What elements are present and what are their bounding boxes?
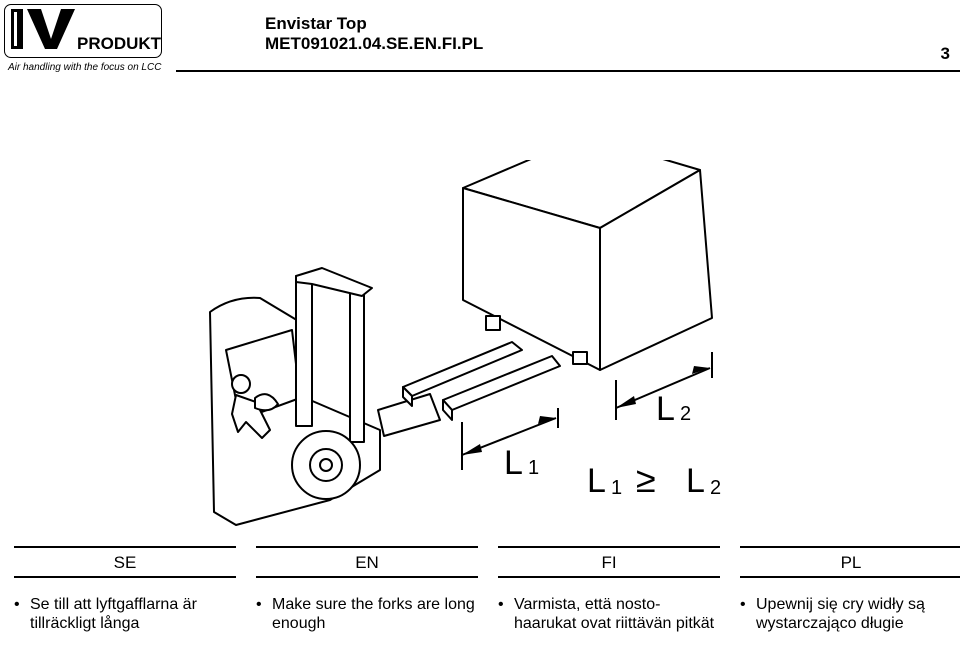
formula-operator: ≥	[636, 459, 656, 500]
bullet-icon: •	[498, 596, 504, 613]
fork-far-side	[402, 386, 413, 407]
column-language: SE	[113, 553, 137, 572]
label-l2: L	[656, 390, 675, 428]
document-code: MET091021.04.SE.EN.FI.PL	[265, 34, 484, 53]
formula-left-sub: 1	[611, 477, 622, 499]
logo-wordmark: PRODUKT	[77, 34, 161, 53]
bullet-icon: •	[740, 596, 746, 613]
mast-left-rail	[295, 275, 313, 427]
column-rule	[740, 546, 960, 548]
company-logo: PRODUKT	[4, 4, 162, 58]
operator-head	[231, 374, 251, 394]
steering-wheel	[254, 393, 279, 412]
formula-left: L	[587, 462, 606, 500]
instruction-text: Upewnij się cry widły są wystarczająco d…	[756, 596, 925, 632]
instruction-text: Varmista, että nosto-haarukat ovat riitt…	[514, 596, 715, 632]
dimension-l1-arrow-right	[538, 416, 556, 424]
dimension-l2-arrow-right	[692, 366, 710, 374]
page-number: 3	[940, 44, 950, 63]
list-item: • Make sure the forks are long enough	[256, 595, 478, 633]
bullet-icon: •	[256, 596, 262, 613]
list-item: • Se till att lyftgafflarna är tillräckl…	[14, 595, 236, 633]
column-rule	[256, 576, 478, 578]
bullet-icon: •	[14, 596, 20, 613]
column-language: PL	[840, 553, 862, 572]
column-rule	[498, 576, 720, 578]
instruction-text: Make sure the forks are long enough	[272, 596, 475, 632]
box-foot-left	[485, 315, 501, 331]
dimension-l2-arrow-left	[616, 396, 636, 408]
instruction-text: Se till att lyftgafflarna är tillräcklig…	[30, 596, 197, 632]
header-rule	[176, 70, 960, 72]
column-rule	[256, 546, 478, 548]
mast-right-rail	[349, 291, 365, 443]
company-tagline: Air handling with the focus on LCC	[8, 62, 162, 73]
column-rule	[740, 576, 960, 578]
product-name: Envistar Top	[265, 14, 367, 33]
list-item: • Upewnij się cry widły są wystarczająco…	[740, 595, 960, 633]
column-rule	[14, 546, 236, 548]
document-title: Envistar Top MET091021.04.SE.EN.FI.PL	[265, 14, 483, 54]
formula-right: L	[686, 462, 705, 500]
column-fi: FI • Varmista, että nosto-haarukat ovat …	[498, 546, 720, 633]
dimension-l1-arrow-left	[462, 444, 482, 455]
label-l1-sub: 1	[528, 457, 539, 479]
fork-near-side	[442, 399, 453, 421]
box-foot-right	[572, 351, 588, 365]
column-language: FI	[601, 553, 617, 572]
column-rule	[14, 576, 236, 578]
formula-right-sub: 2	[710, 477, 721, 499]
mast-top-beam	[295, 267, 373, 297]
list-item: • Varmista, että nosto-haarukat ovat rii…	[498, 595, 720, 633]
column-language: EN	[355, 553, 379, 572]
column-en: EN • Make sure the forks are long enough	[256, 546, 478, 633]
box-side-face	[599, 169, 713, 371]
label-l1: L	[504, 444, 523, 482]
column-rule	[498, 546, 720, 548]
column-pl: PL • Upewnij się cry widły są wystarczaj…	[740, 546, 960, 633]
label-l2-sub: 2	[680, 403, 691, 425]
column-se: SE • Se till att lyftgafflarna är tillrä…	[14, 546, 236, 633]
forklift-illustration: L 1 L 2 L 1 ≥ L 2	[209, 160, 721, 526]
